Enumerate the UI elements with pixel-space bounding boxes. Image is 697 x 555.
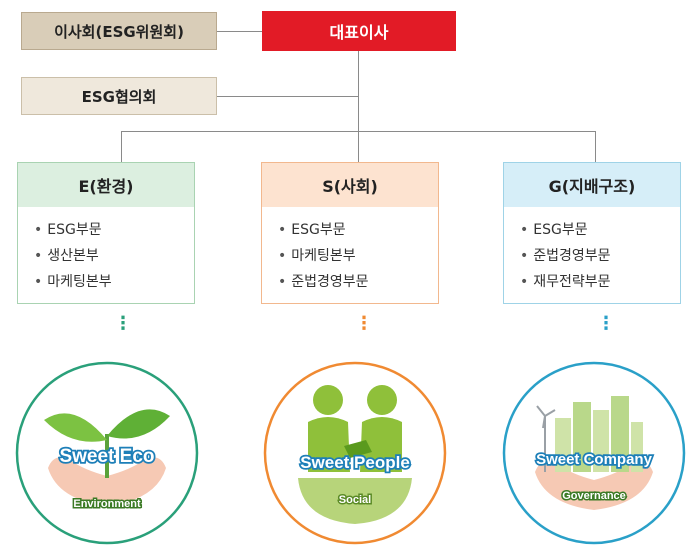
panel-social-list: ESG부문 마케팅본부 준법경영부문 (262, 207, 438, 295)
list-item: 마케팅본부 (34, 269, 194, 295)
emblem-title: Sweet People (300, 453, 410, 472)
sprout-in-hands-icon (44, 409, 170, 506)
dotted-connector-environment: ⋮ (114, 313, 132, 334)
emblem-title: Sweet Eco (59, 446, 154, 467)
ceo-box: 대표이사 (262, 11, 456, 51)
dotted-connector-social: ⋮ (355, 313, 373, 334)
emblem-subtitle: Environment (73, 498, 141, 510)
connector-g (595, 131, 596, 162)
panel-social: S(사회) ESG부문 마케팅본부 준법경영부문 (261, 162, 439, 304)
sweet-eco-emblem: Sweet Eco Environment (15, 361, 199, 545)
list-item: ESG부문 (278, 217, 438, 243)
sweet-people-emblem: Sweet People Social (263, 361, 447, 545)
list-item: ESG부문 (34, 217, 194, 243)
connector-council (217, 96, 358, 97)
list-item: 재무전략부문 (520, 269, 680, 295)
list-item: ESG부문 (520, 217, 680, 243)
emblem-subtitle: Social (339, 494, 371, 506)
panel-social-title: S(사회) (262, 163, 438, 207)
board-esg-committee-box: 이사회(ESG위원회) (21, 12, 217, 50)
connector-s (358, 131, 359, 162)
esg-council-box: ESG협의회 (21, 77, 217, 115)
dotted-connector-governance: ⋮ (597, 313, 615, 334)
panel-environment-list: ESG부문 생산본부 마케팅본부 (18, 207, 194, 295)
emblem-subtitle: Governance (562, 490, 626, 502)
sweet-company-emblem: Sweet Company Governance (502, 361, 686, 545)
list-item: 마케팅본부 (278, 243, 438, 269)
panel-governance: G(지배구조) ESG부문 준법경영부문 재무전략부문 (503, 162, 681, 304)
connector-board-ceo (217, 31, 262, 32)
emblem-title: Sweet Company (536, 451, 653, 468)
handshake-people-icon (298, 385, 412, 524)
city-in-hands-icon (535, 396, 653, 510)
panel-environment: E(환경) ESG부문 생산본부 마케팅본부 (17, 162, 195, 304)
connector-e (121, 131, 122, 162)
list-item: 준법경영부문 (278, 269, 438, 295)
list-item: 준법경영부문 (520, 243, 680, 269)
connector-ceo-vertical (358, 51, 359, 132)
panel-governance-list: ESG부문 준법경영부문 재무전략부문 (504, 207, 680, 295)
panel-environment-title: E(환경) (18, 163, 194, 207)
panel-governance-title: G(지배구조) (504, 163, 680, 207)
list-item: 생산본부 (34, 243, 194, 269)
